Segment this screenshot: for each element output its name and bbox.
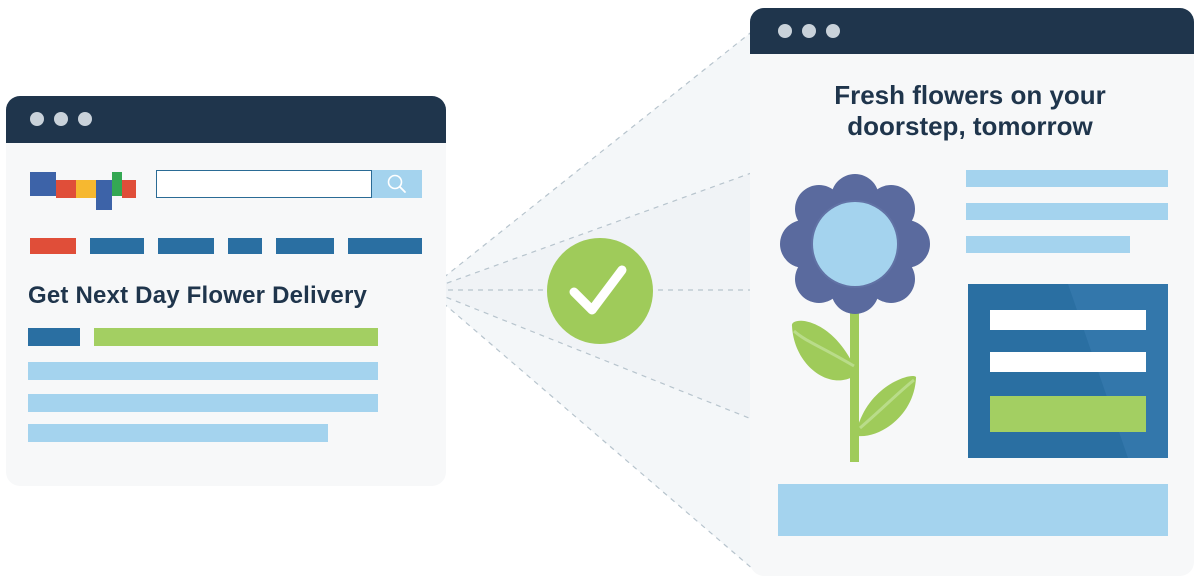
window-dot-icon [826, 24, 840, 38]
search-button[interactable] [372, 170, 422, 198]
landing-page-window: Fresh flowers on your doorstep, tomorrow [750, 8, 1194, 576]
window-titlebar [750, 8, 1194, 54]
search-results-window: Get Next Day Flower Delivery [6, 96, 446, 486]
landing-headline: Fresh flowers on your doorstep, tomorrow [790, 80, 1150, 142]
copy-line [966, 203, 1168, 220]
window-dot-icon [54, 112, 68, 126]
form-submit-button[interactable] [990, 396, 1146, 432]
result-url-label [28, 328, 80, 346]
copy-line [966, 236, 1130, 253]
window-titlebar [6, 96, 446, 143]
result-description-line [28, 362, 378, 380]
form-email-field[interactable] [990, 352, 1146, 372]
result-url[interactable] [94, 328, 378, 346]
nav-tab-active[interactable] [30, 238, 76, 254]
window-dot-icon [78, 112, 92, 126]
window-dot-icon [30, 112, 44, 126]
nav-tab[interactable] [276, 238, 334, 254]
nav-tab[interactable] [158, 238, 214, 254]
form-name-field[interactable] [990, 310, 1146, 330]
headline-line: doorstep, tomorrow [847, 111, 1093, 141]
result-description-line [28, 394, 378, 412]
window-dot-icon [802, 24, 816, 38]
search-result-title[interactable]: Get Next Day Flower Delivery [28, 282, 368, 309]
search-input[interactable] [156, 170, 372, 198]
headline-line: Fresh flowers on your [834, 80, 1106, 110]
flower-icon [780, 174, 930, 462]
nav-tab[interactable] [228, 238, 262, 254]
signup-form [968, 284, 1168, 458]
landing-cta-bar[interactable] [778, 484, 1168, 536]
nav-tab[interactable] [90, 238, 144, 254]
window-dot-icon [778, 24, 792, 38]
result-description-line [28, 424, 328, 442]
nav-tab[interactable] [348, 238, 422, 254]
copy-line [966, 170, 1168, 187]
checkmark-icon [547, 238, 653, 344]
search-icon [387, 174, 406, 193]
